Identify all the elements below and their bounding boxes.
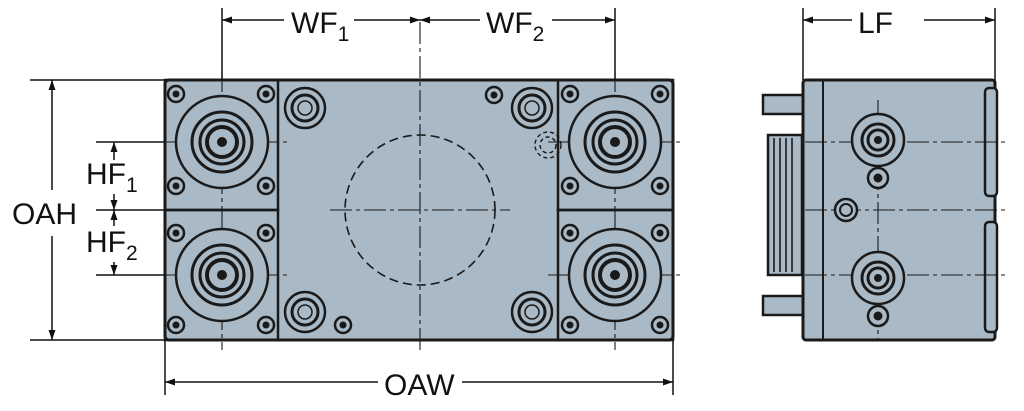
coolant-adapter-bottom-right (567, 227, 663, 323)
label-wf1: WF1 (291, 7, 349, 46)
hidden-hole (534, 131, 562, 159)
dimension-lines (30, 8, 996, 395)
mounting-screws (166, 84, 670, 335)
dimension-labels: WF1 WF2 LF OAH HF1 HF2 OAW (12, 7, 893, 402)
label-lf: LF (858, 7, 893, 40)
label-hf1: HF1 (86, 158, 138, 197)
side-screws (833, 166, 890, 328)
side-coolant-port-top (850, 112, 906, 168)
side-coolant-port-bottom (850, 250, 906, 306)
front-view (155, 22, 683, 350)
coolant-adapter-top-left (174, 94, 270, 190)
counterbore-holes (283, 86, 554, 334)
label-oah: OAH (12, 198, 77, 231)
label-wf2: WF2 (486, 7, 544, 46)
side-flange-grooves (773, 138, 793, 272)
side-flange (766, 133, 804, 277)
coolant-adapter-bottom-left (174, 227, 270, 323)
label-oaw: OAW (384, 369, 455, 402)
side-view (761, 78, 1005, 342)
coolant-adapter-top-right (567, 94, 663, 190)
label-hf2: HF2 (86, 226, 138, 265)
